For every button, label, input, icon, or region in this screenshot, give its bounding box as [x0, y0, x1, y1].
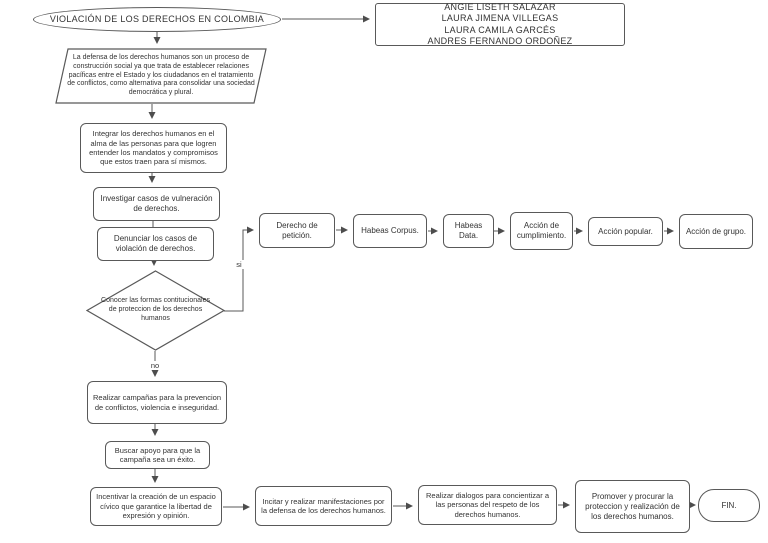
flow-node-denounce: Denunciar los casos de violación de dere… — [97, 227, 214, 261]
node-label: Acción de cumplimiento. — [516, 221, 567, 240]
node-label: Acción de grupo. — [685, 226, 747, 236]
node-label: ANGIE LISETH SALAZAR LAURA JIMENA VILLEG… — [427, 2, 573, 46]
node-label: Acción popular. — [598, 226, 653, 236]
flow-node-support: Buscar apoyo para que la campaña sea un … — [105, 441, 210, 469]
flow-node-habeas-data: Habeas Data. — [443, 214, 494, 248]
flow-node-dialogues: Realizar dialogos para concientizar a la… — [418, 485, 557, 525]
node-label: Integrar los derechos humanos en el alma… — [89, 129, 218, 167]
connector-decision-yes — [224, 226, 254, 312]
node-label: Incitar y realizar manifestaciones por l… — [261, 496, 386, 515]
node-label: Habeas Corpus. — [361, 226, 419, 235]
flow-node-investigate: Investigar casos de vulneración de derec… — [93, 187, 220, 221]
flow-node-start: VIOLACIÓN DE LOS DERECHOS EN COLOMBIA — [33, 7, 281, 32]
node-label: Investigar casos de vulneración de derec… — [100, 194, 213, 213]
flow-node-habeas-corpus: Habeas Corpus. — [353, 214, 427, 248]
node-label: Buscar apoyo para que la campaña sea un … — [114, 445, 201, 464]
flow-node-end: FIN. — [698, 489, 760, 522]
flow-node-campaigns: Realizar campañas para la prevencion de … — [87, 381, 227, 424]
flow-node-decision: Conocer las formas contitucionales de pr… — [86, 270, 225, 351]
node-label: Realizar dialogos para concientizar a la… — [426, 490, 549, 519]
flow-node-incite: Incitar y realizar manifestaciones por l… — [255, 486, 392, 526]
flow-node-incentivize: Incentivar la creación de un espacio cív… — [90, 487, 222, 526]
node-label: Incentivar la creación de un espacio cív… — [96, 492, 216, 521]
node-label: VIOLACIÓN DE LOS DERECHOS EN COLOMBIA — [49, 13, 265, 24]
node-label: La defensa de los derechos humanos son u… — [67, 54, 255, 97]
edge-label-no: no — [146, 361, 164, 370]
flow-node-petition: Derecho de petición. — [259, 213, 335, 248]
node-label: FIN. — [721, 500, 737, 510]
node-label: Habeas Data. — [454, 221, 483, 240]
flow-node-integrate: Integrar los derechos humanos en el alma… — [80, 123, 227, 173]
node-label: Derecho de petición. — [276, 220, 318, 240]
node-label: Conocer las formas contitucionales de pr… — [101, 297, 210, 322]
node-label: Denunciar los casos de violación de dere… — [113, 234, 198, 253]
node-label: Realizar campañas para la prevencion de … — [93, 393, 221, 412]
flow-node-promote: Promover y procurar la proteccion y real… — [575, 480, 690, 533]
flow-node-group: Acción de grupo. — [679, 214, 753, 249]
parallelogram-shape — [55, 48, 267, 104]
node-label: Promover y procurar la proteccion y real… — [585, 491, 680, 521]
flow-node-popular: Acción popular. — [588, 217, 663, 246]
flow-node-definition: La defensa de los derechos humanos son u… — [55, 48, 267, 104]
diamond-shape — [86, 270, 225, 351]
flow-node-authors: ANGIE LISETH SALAZAR LAURA JIMENA VILLEG… — [375, 2, 625, 46]
flow-node-compliance: Acción de cumplimiento. — [510, 212, 573, 250]
edge-label-yes: si — [231, 260, 247, 269]
